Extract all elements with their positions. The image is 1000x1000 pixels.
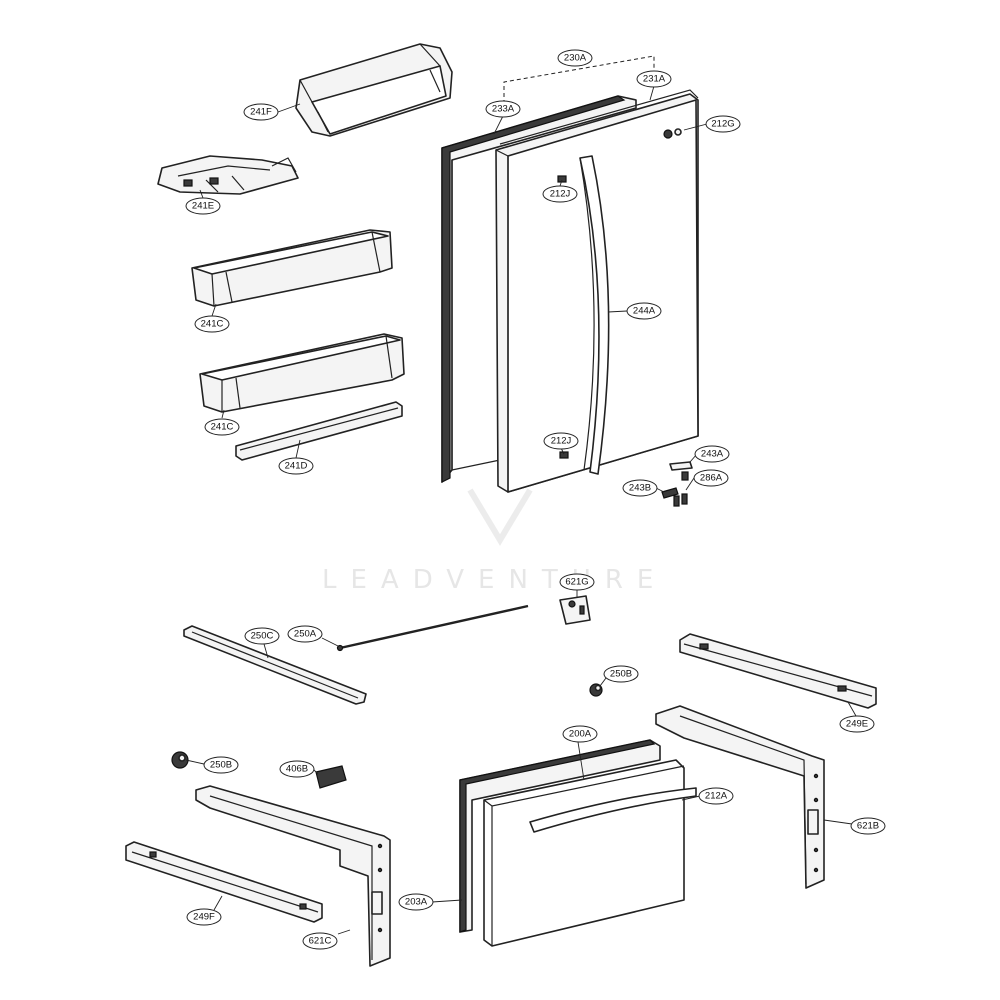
part-241C-bin-lower (199, 333, 405, 413)
part-200A-gasket (459, 739, 661, 933)
callout-244A: 244A (626, 302, 662, 320)
callout-241D: 241D (278, 457, 314, 475)
label-230A: 230A (564, 53, 587, 64)
part-212G (663, 128, 682, 139)
part-250A-rod (336, 604, 529, 652)
callout-241C-bottom: 241C (204, 418, 240, 436)
part-241F-bin (295, 43, 453, 137)
part-233A-gasket (441, 95, 637, 483)
label-212G: 212G (711, 119, 734, 130)
label-250B-left: 250B (210, 760, 232, 771)
part-241E-tray (157, 155, 299, 195)
label-241C-top: 241C (201, 319, 224, 330)
part-243B (661, 487, 679, 499)
part-212J-bottom (559, 451, 569, 459)
label-243B: 243B (629, 483, 651, 494)
watermark: LEADVENTURE (322, 488, 667, 595)
label-250A: 250A (294, 629, 317, 640)
callout-250A: 250A (287, 625, 323, 643)
label-233A: 233A (492, 104, 515, 115)
label-406B: 406B (286, 764, 308, 775)
label-231A: 231A (643, 74, 666, 85)
label-250C: 250C (251, 631, 274, 642)
label-241E: 241E (192, 201, 214, 212)
label-621C: 621C (309, 936, 332, 947)
label-621G: 621G (565, 577, 588, 588)
callout-212J-bottom: 212J (543, 432, 579, 450)
part-249F-rail (125, 841, 323, 923)
label-250B-right: 250B (610, 669, 632, 680)
callout-250C: 250C (244, 627, 280, 645)
label-621B: 621B (857, 821, 879, 832)
callout-231A: 231A (636, 70, 672, 88)
label-212J-bottom: 212J (551, 436, 572, 447)
label-241C-bottom: 241C (211, 422, 234, 433)
callout-249E: 249E (839, 715, 875, 733)
callout-286A: 286A (693, 469, 729, 487)
callout-200A: 200A (562, 725, 598, 743)
callout-621G: 621G (559, 573, 595, 591)
callout-230A: 230A (557, 49, 593, 67)
part-621B-bracket (655, 705, 825, 889)
callout-249F: 249F (186, 908, 222, 926)
callout-250B-left: 250B (203, 756, 239, 774)
label-243A: 243A (701, 449, 724, 460)
part-621G-hinge (559, 595, 591, 625)
callout-212A: 212A (698, 787, 734, 805)
label-241D: 241D (285, 461, 308, 472)
callout-203A: 203A (398, 893, 434, 911)
label-200A: 200A (569, 729, 592, 740)
callout-241E: 241E (185, 197, 221, 215)
label-286A: 286A (700, 473, 723, 484)
label-203A: 203A (405, 897, 428, 908)
part-243A (669, 461, 693, 481)
part-249E-rail (679, 633, 877, 709)
callout-243A: 243A (694, 445, 730, 463)
callout-243B: 243B (622, 479, 658, 497)
callout-212G: 212G (705, 115, 741, 133)
label-249E: 249E (846, 719, 868, 730)
label-241F: 241F (250, 107, 272, 118)
part-621C-bracket (195, 785, 391, 967)
callout-250B-right: 250B (603, 665, 639, 683)
part-250B-right (589, 683, 603, 697)
label-249F: 249F (193, 912, 215, 923)
part-212J-top (557, 175, 567, 183)
part-286A (673, 493, 688, 507)
label-212J-top: 212J (550, 189, 571, 200)
callout-621C: 621C (302, 932, 338, 950)
part-244A-handle (579, 155, 610, 475)
callout-212J-top: 212J (542, 185, 578, 203)
callout-621B: 621B (850, 817, 886, 835)
callout-241C-top: 241C (194, 315, 230, 333)
part-250C-rail (183, 625, 367, 705)
label-212A: 212A (705, 791, 728, 802)
part-250B-left (171, 751, 189, 769)
part-406B (315, 765, 347, 789)
part-241C-bin-upper (191, 229, 393, 307)
part-212A-handle (529, 787, 697, 833)
callout-406B: 406B (279, 760, 315, 778)
watermark-text: LEADVENTURE (322, 565, 667, 595)
callout-241F: 241F (243, 103, 279, 121)
callout-233A: 233A (485, 100, 521, 118)
part-241D-bar (235, 401, 403, 461)
label-244A: 244A (633, 306, 656, 317)
